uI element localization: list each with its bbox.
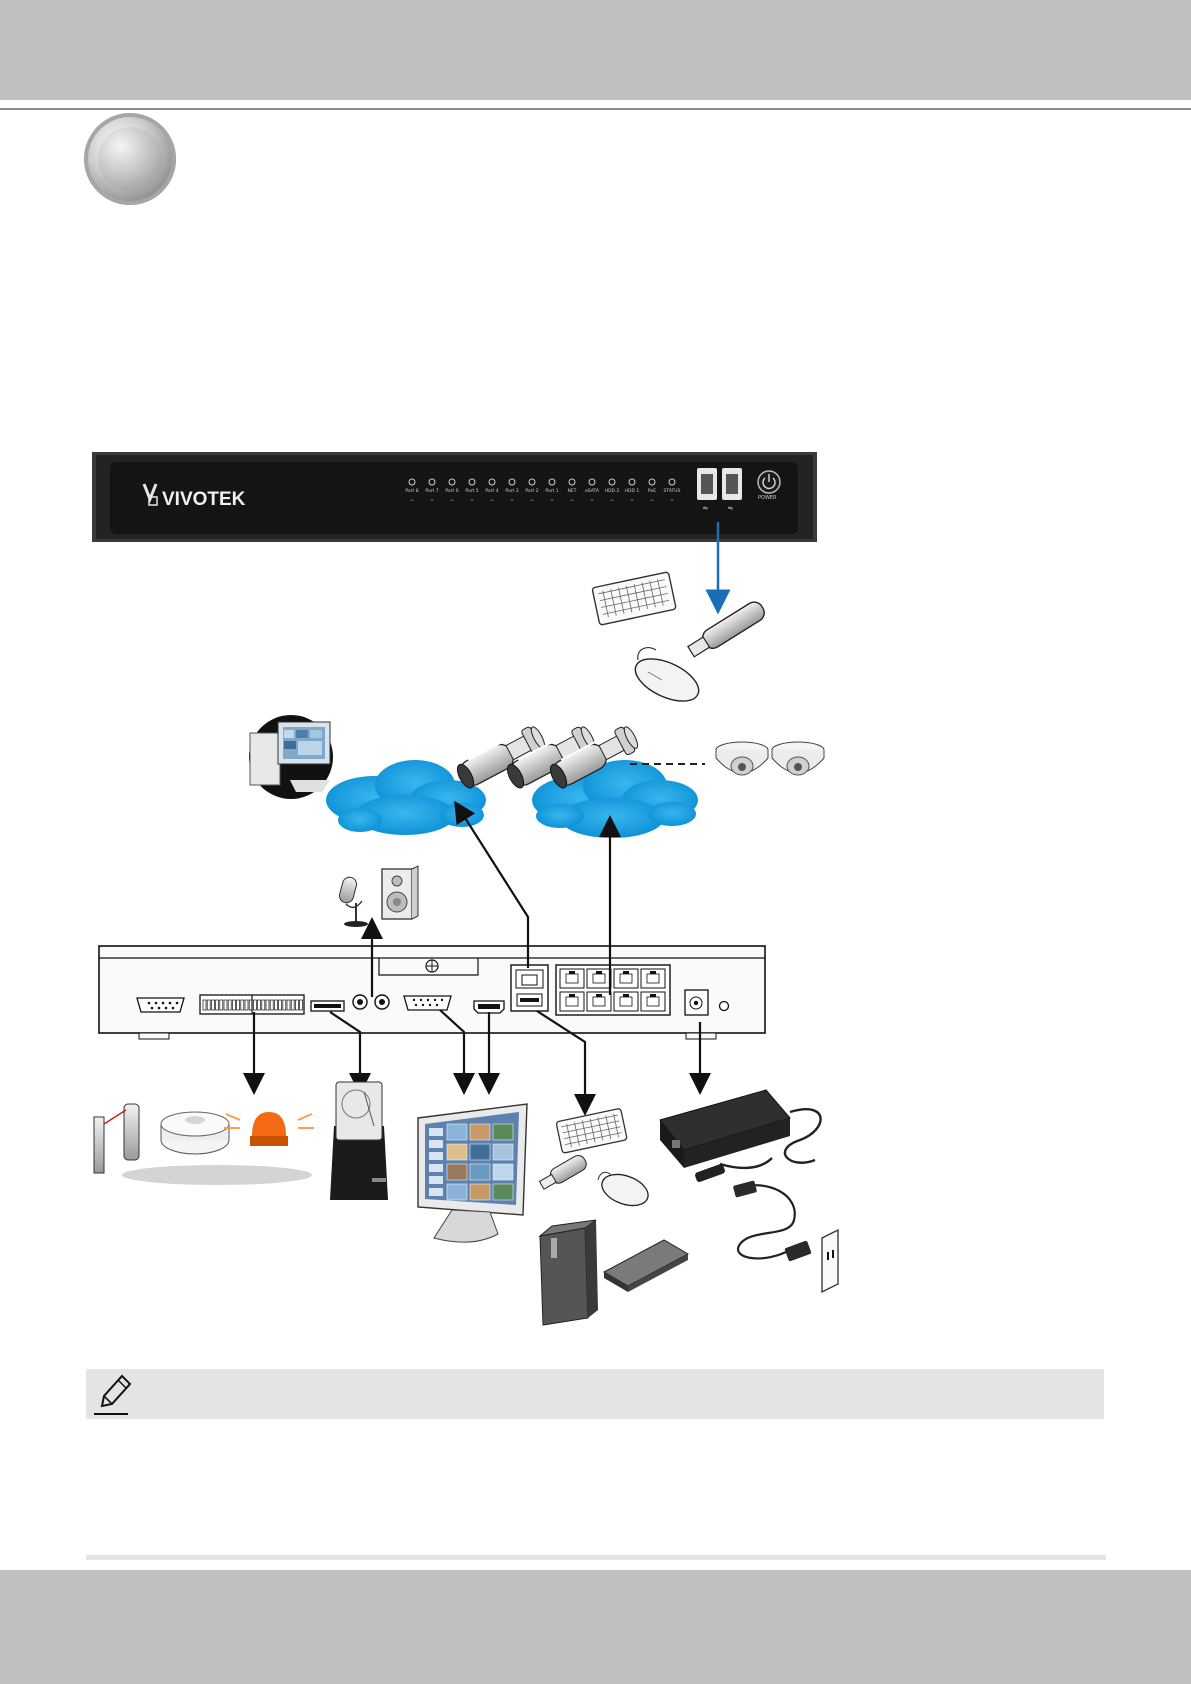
bullet-camera-icon xyxy=(456,726,546,789)
keyboard-bottom-icon xyxy=(555,1108,628,1154)
status-led-icon xyxy=(428,478,436,486)
power-label: POWER xyxy=(758,495,777,501)
serial-port-icon xyxy=(136,997,185,1013)
led-symbol-icon: ⌁ xyxy=(670,497,674,504)
led-label: Port 7 xyxy=(425,488,438,494)
status-led-icon xyxy=(568,478,576,486)
usb-stick-icon xyxy=(687,601,765,658)
led-symbol-icon: ⌁ xyxy=(430,497,434,504)
external-hdd-tower-icon xyxy=(538,1219,598,1326)
brand-name: VIVOTEK xyxy=(162,489,246,510)
led-symbol-icon: ⌁ xyxy=(450,497,454,504)
led-label: Port 1 xyxy=(545,488,558,494)
alarm-sensors-group xyxy=(93,1103,314,1185)
microphone-icon xyxy=(338,876,368,927)
power-cord-icon xyxy=(733,1180,812,1262)
nvr-front-panel: VIVOTEK Port 8⌁Port 7⌁Port 6⌁Port 5⌁Port… xyxy=(92,452,817,542)
pencil-note-icon xyxy=(94,1374,132,1415)
led-label: HDD 2 xyxy=(605,488,620,494)
dome-camera-icon xyxy=(715,741,769,776)
front-usb-ports: ⇋ ⇋ xyxy=(697,468,742,512)
poe-lan-ports xyxy=(555,964,671,1016)
status-led-icon xyxy=(408,478,416,486)
speaker-icon xyxy=(381,865,419,920)
led-symbol-icon: ⌁ xyxy=(570,497,574,504)
svg-text:⇋: ⇋ xyxy=(703,505,708,512)
vga-port-icon xyxy=(403,995,452,1011)
led-label: Port 8 xyxy=(405,488,418,494)
led-label: PoE xyxy=(648,488,656,494)
header-rule xyxy=(0,108,1191,110)
lan-usb-port-stack xyxy=(510,964,549,1012)
alarm-strobe-icon xyxy=(224,1112,314,1146)
reset-button-icon xyxy=(718,1000,730,1012)
status-led-icon xyxy=(668,478,676,486)
led-symbol-icon: ⌁ xyxy=(550,497,554,504)
network-cloud-right xyxy=(532,760,698,838)
led-symbol-icon: ⌁ xyxy=(630,497,634,504)
led-label: HDD 1 xyxy=(625,488,640,494)
status-led-icon xyxy=(628,478,636,486)
power-adapter-icon xyxy=(659,1089,822,1182)
vivotek-logo-icon xyxy=(142,483,158,506)
led-label: Port 4 xyxy=(485,488,498,494)
dc-power-jack-icon xyxy=(684,989,709,1016)
dome-camera-icon xyxy=(771,741,825,776)
led-symbol-icon: ⌁ xyxy=(610,497,614,504)
section-badge-icon xyxy=(84,113,176,205)
workstation-icon xyxy=(249,715,333,799)
nvr-rear-panel xyxy=(98,945,766,1040)
io-terminal-block xyxy=(199,994,305,1015)
power-button-icon xyxy=(757,470,781,494)
status-led-icon xyxy=(648,478,656,486)
hdd-dock-icon xyxy=(330,1081,388,1200)
header-band xyxy=(0,0,1191,100)
led-label: Port 5 xyxy=(465,488,478,494)
footer-rule xyxy=(86,1555,1106,1560)
status-led-icon xyxy=(468,478,476,486)
bullet-cameras xyxy=(456,726,639,789)
status-led-icon xyxy=(488,478,496,486)
led-symbol-icon: ⌁ xyxy=(590,497,594,504)
connection-arrows xyxy=(243,800,711,1116)
status-led-row: Port 8 ⌁ Port 7 ⌁ Port 6 ⌁ Port 5 ⌁ Port 4 ⌁ Port … xyxy=(405,478,681,504)
esata-port-icon xyxy=(310,1000,345,1012)
led-symbol-icon: ⌁ xyxy=(410,497,414,504)
hdmi-port-icon xyxy=(473,1000,505,1014)
led-label: eSATA xyxy=(585,488,600,494)
status-led-icon xyxy=(588,478,596,486)
led-label: Port 3 xyxy=(505,488,518,494)
external-hdd-portable-icon xyxy=(602,1239,690,1292)
led-label: STATUS xyxy=(664,488,681,494)
led-symbol-icon: ⌁ xyxy=(650,497,654,504)
usb-stick-bottom-icon xyxy=(538,1155,587,1190)
dome-cameras xyxy=(715,741,825,776)
led-symbol-icon: ⌁ xyxy=(510,497,514,504)
footer-band xyxy=(0,1570,1191,1684)
status-led-icon xyxy=(608,478,616,486)
led-symbol-icon: ⌁ xyxy=(530,497,534,504)
status-led-icon xyxy=(528,478,536,486)
monitor-icon xyxy=(417,1103,528,1243)
led-symbol-icon: ⌁ xyxy=(470,497,474,504)
status-led-icon xyxy=(448,478,456,486)
svg-text:⇋: ⇋ xyxy=(728,505,733,512)
note-bar xyxy=(86,1369,1104,1419)
led-label: Port 2 xyxy=(525,488,538,494)
led-symbol-icon: ⌁ xyxy=(490,497,494,504)
mouse-bottom-icon xyxy=(597,1171,649,1207)
bullet-camera-icon xyxy=(549,726,639,789)
led-label: Port 6 xyxy=(445,488,458,494)
status-led-icon xyxy=(508,478,516,486)
status-led-icon xyxy=(548,478,556,486)
led-label: NET xyxy=(568,488,577,494)
keyboard-icon xyxy=(591,571,677,626)
wall-outlet-icon xyxy=(821,1228,839,1294)
mouse-icon xyxy=(634,647,700,702)
